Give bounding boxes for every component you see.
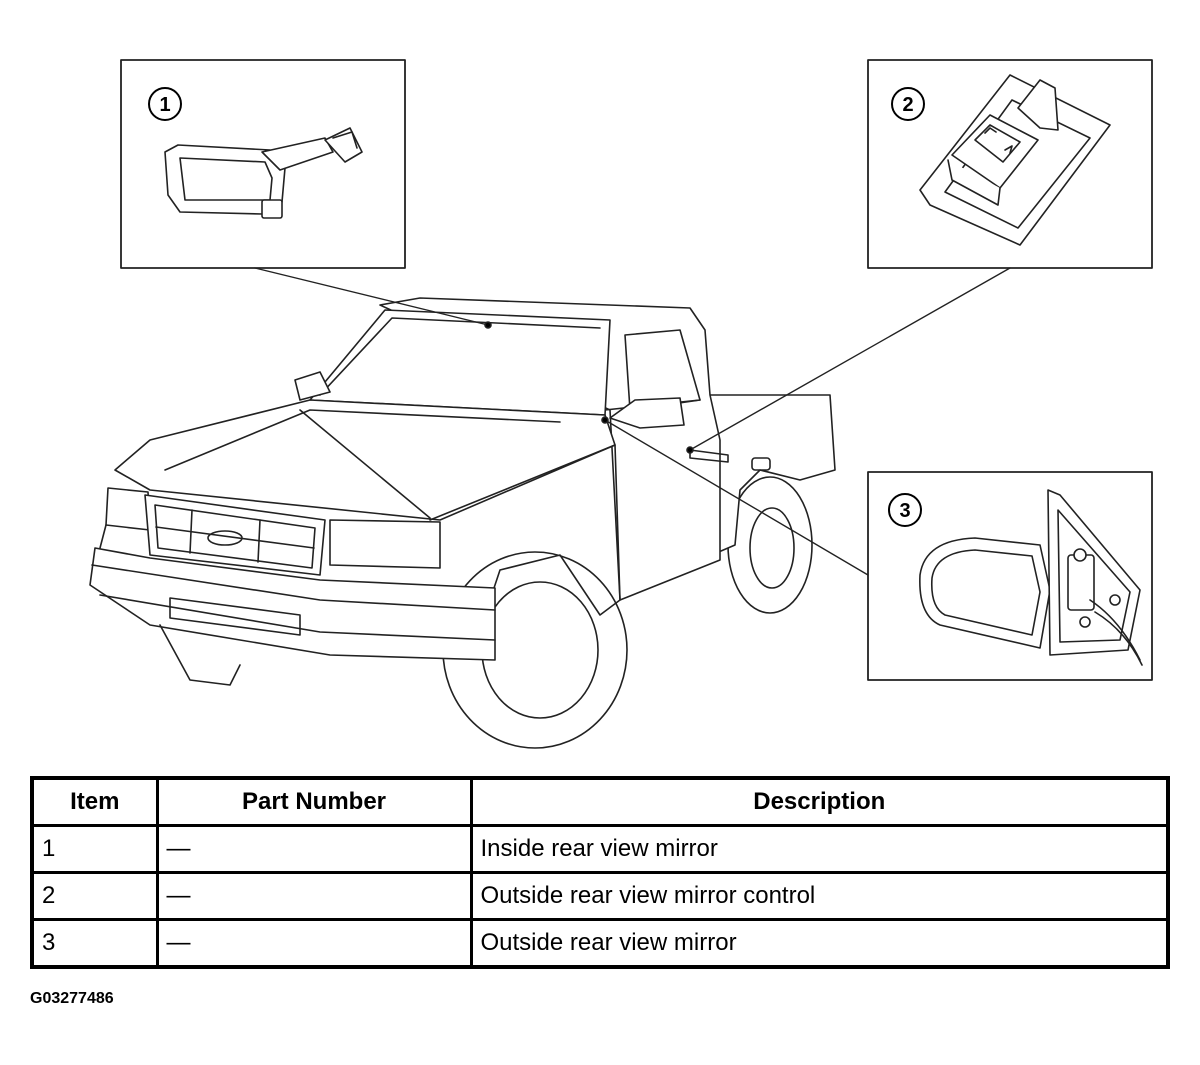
mirror-control-switch-icon <box>919 74 1111 246</box>
cell-description: Outside rear view mirror control <box>469 871 1170 921</box>
inside-mirror-icon <box>164 127 363 219</box>
detail-box-3 <box>867 471 1153 681</box>
cell-part-number: — <box>155 918 473 969</box>
table-row: 3 — Outside rear view mirror <box>30 918 1170 969</box>
parts-table: Item Part Number Description 1 — Inside … <box>30 776 1170 969</box>
pickup-truck-illustration <box>89 297 836 749</box>
svg-text:3: 3 <box>899 500 910 522</box>
cell-item: 3 <box>30 918 159 969</box>
detail-box-2 <box>867 59 1153 269</box>
table-row: 1 — Inside rear view mirror <box>30 824 1170 874</box>
callout-1: 1 <box>148 87 182 121</box>
callout-3: 3 <box>888 493 922 527</box>
table-header-row: Item Part Number Description <box>30 776 1170 827</box>
svg-text:1: 1 <box>159 94 170 116</box>
cell-item: 2 <box>30 871 159 921</box>
figure-id: G03277486 <box>30 990 114 1007</box>
outside-mirror-icon <box>919 489 1143 666</box>
leader-dot-2 <box>686 446 694 454</box>
leader-lines <box>254 267 1011 576</box>
table-row: 2 — Outside rear view mirror control <box>30 871 1170 921</box>
header-description: Description <box>469 776 1170 827</box>
cell-item: 1 <box>30 824 159 874</box>
cell-description: Inside rear view mirror <box>469 824 1170 874</box>
leader-dot-3 <box>601 416 609 424</box>
callout-2: 2 <box>891 87 925 121</box>
leader-dot-1 <box>484 321 492 329</box>
cell-description: Outside rear view mirror <box>469 918 1170 969</box>
svg-text:2: 2 <box>902 94 913 116</box>
cell-part-number: — <box>155 824 473 874</box>
cell-part-number: — <box>155 871 473 921</box>
header-item: Item <box>30 776 159 827</box>
truck-mirror-diagram: 1 2 3 <box>89 59 1153 749</box>
header-part-number: Part Number <box>155 776 473 827</box>
detail-box-1 <box>120 59 406 269</box>
